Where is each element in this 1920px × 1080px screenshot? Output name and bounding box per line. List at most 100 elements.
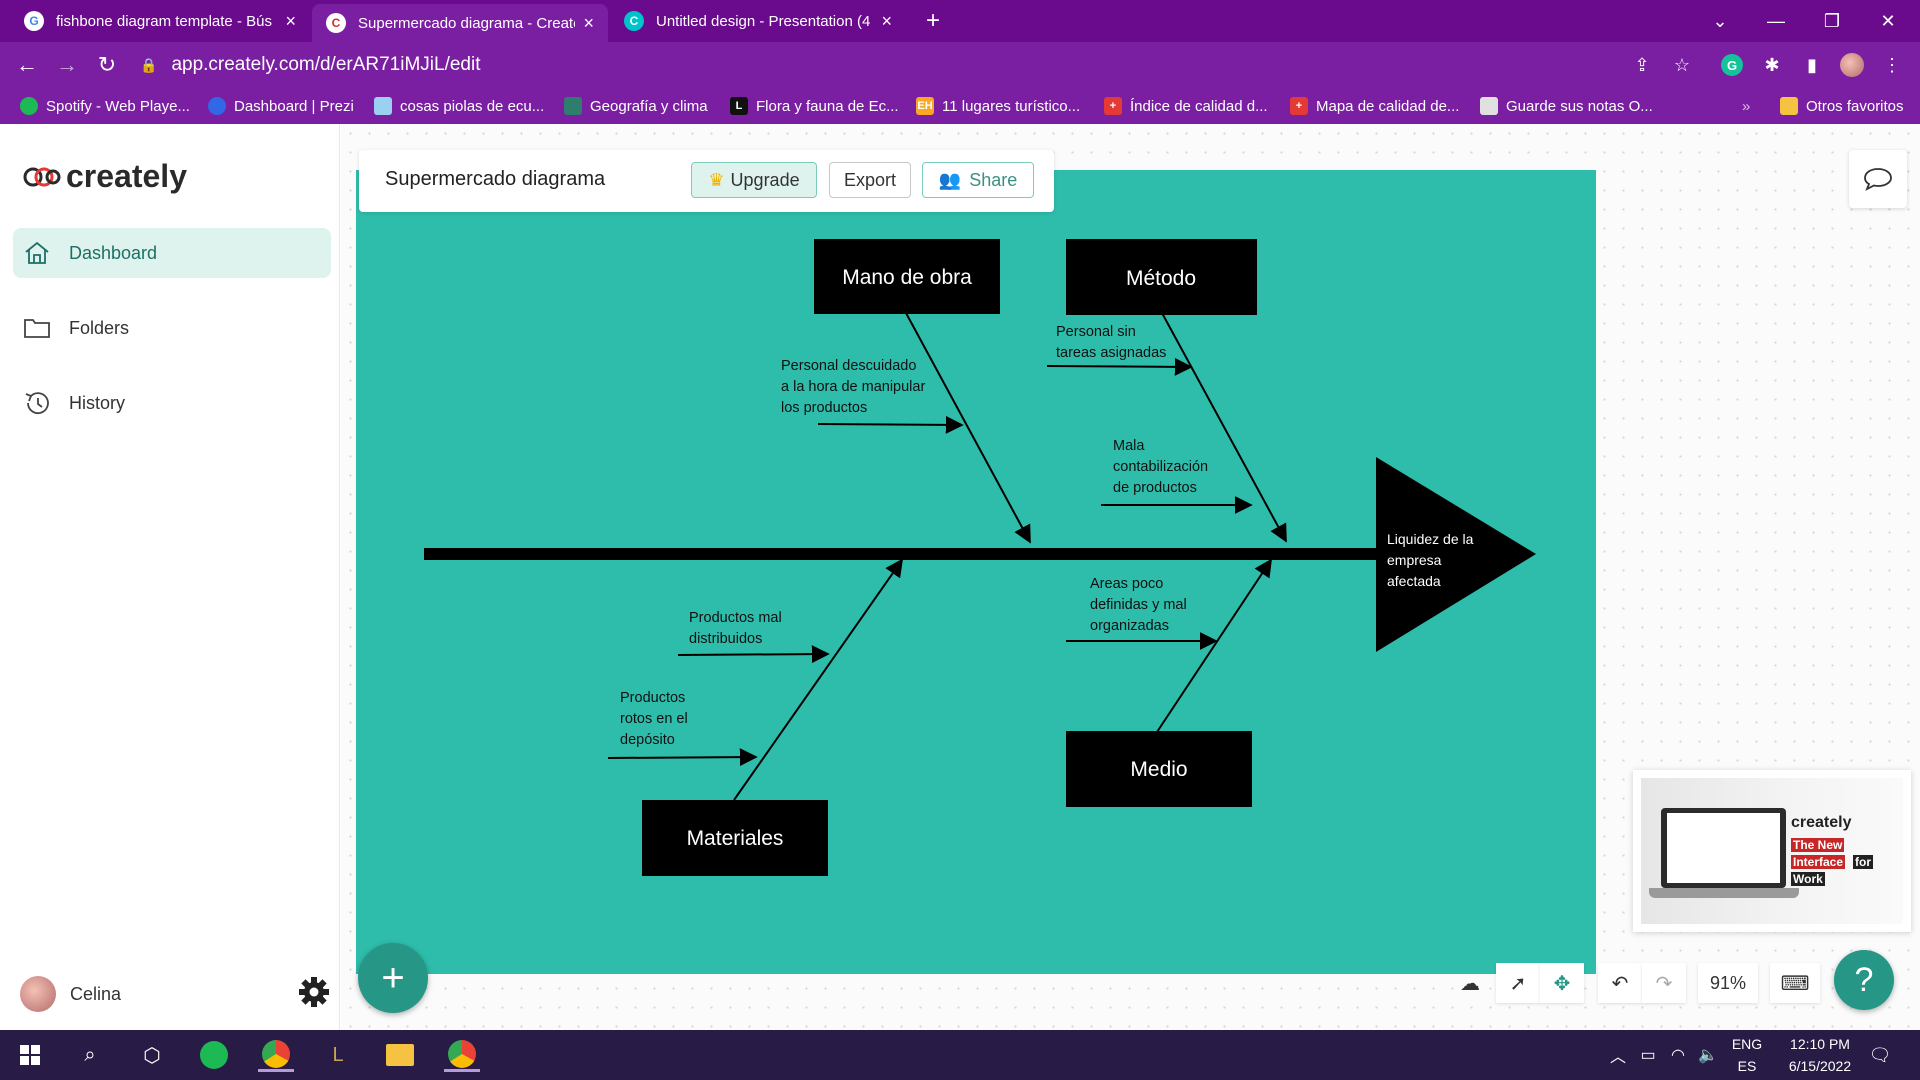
bookmark-star-icon[interactable]: ☆ <box>1673 54 1691 75</box>
maximize-icon[interactable]: ❐ <box>1823 10 1841 31</box>
battery-icon[interactable]: ▭ <box>1640 1047 1656 1064</box>
chrome-icon[interactable] <box>258 1038 294 1072</box>
geography-icon <box>564 97 582 115</box>
prezi-icon <box>208 97 226 115</box>
promo-card[interactable]: creately The New Interface for Work <box>1633 770 1911 932</box>
select-cursor-icon[interactable]: ➚ <box>1496 963 1540 1003</box>
keyboard-shortcuts-icon[interactable]: ⌨ <box>1770 963 1820 1003</box>
gear-icon[interactable] <box>296 974 332 1010</box>
sidebar-item-history[interactable]: History <box>13 378 331 428</box>
minimize-icon[interactable]: — <box>1767 10 1785 31</box>
forward-icon[interactable]: → <box>56 52 78 77</box>
zoom-level[interactable]: 91% <box>1698 963 1758 1003</box>
side-panel-icon[interactable]: ▮ <box>1807 54 1817 75</box>
swiss-cross-icon: + <box>1290 97 1308 115</box>
bookmark-guarde-notas[interactable]: Guarde sus notas O... <box>1480 94 1653 118</box>
chevron-up-icon[interactable]: ︿ <box>1609 1049 1626 1066</box>
bookmark-mapa-calidad[interactable]: + Mapa de calidad de... <box>1290 94 1459 118</box>
bookmark-lugares-turisticos[interactable]: EH 11 lugares turístico... <box>916 97 1081 115</box>
history-icon <box>25 392 49 415</box>
creately-logo[interactable]: creately <box>22 158 187 195</box>
url-field[interactable]: 🔒 app.creately.com/d/erAR71iMJiL/edit <box>140 54 481 75</box>
cloud-sync-icon[interactable]: ☁ <box>1460 972 1480 995</box>
creately-logo-icon <box>23 167 61 186</box>
menu-icon[interactable]: ⋮ <box>1883 54 1901 75</box>
add-shape-button[interactable]: + <box>358 943 428 1013</box>
bookmark-cosas-piolas[interactable]: cosas piolas de ecu... <box>374 94 544 118</box>
undo-icon[interactable]: ↶ <box>1598 963 1642 1003</box>
map-icon <box>374 97 392 115</box>
app-sidebar: creately Dashboard Folders History Celin… <box>0 124 340 1030</box>
address-bar: ← → ↻ 🔒 app.creately.com/d/erAR71iMJiL/e… <box>0 42 1920 88</box>
help-button[interactable]: ? <box>1834 950 1894 1010</box>
close-icon[interactable]: × <box>285 10 296 31</box>
tab-search-icon[interactable]: ⌄ <box>1712 10 1728 31</box>
comments-button[interactable] <box>1849 150 1907 208</box>
spotify-icon <box>20 97 38 115</box>
close-icon[interactable]: × <box>583 12 594 33</box>
eh-icon: EH <box>916 97 934 115</box>
google-icon: G <box>24 11 44 31</box>
close-window-icon[interactable]: ✕ <box>1880 10 1896 31</box>
tab-creately-diagram[interactable]: C Supermercado diagrama - Create × <box>312 4 608 42</box>
bookmark-indice-calidad[interactable]: + Índice de calidad d... <box>1104 94 1268 118</box>
profile-avatar-icon[interactable] <box>1838 51 1866 79</box>
reload-icon[interactable]: ↻ <box>97 52 117 77</box>
folder-icon <box>1780 97 1798 115</box>
lock-icon: 🔒 <box>140 56 158 73</box>
laptop-image <box>1661 808 1786 888</box>
clock[interactable]: 12:10 PM 6/15/2022 <box>1788 1036 1852 1074</box>
pan-move-icon[interactable]: ✥ <box>1540 963 1584 1003</box>
notifications-icon[interactable]: 🗨 <box>1868 1044 1892 1065</box>
volume-icon[interactable]: 🔈 <box>1698 1047 1718 1064</box>
promo-image: creately The New Interface for Work <box>1641 778 1903 924</box>
language-indicator[interactable]: ENG ES <box>1731 1036 1763 1074</box>
bookmarks-bar: Spotify - Web Playe... Dashboard | Prezi… <box>0 88 1920 124</box>
sidebar-item-folders[interactable]: Folders <box>13 303 331 353</box>
promo-logo: creately <box>1791 814 1852 831</box>
bookmark-geografia[interactable]: Geografía y clima <box>564 94 708 118</box>
share-button[interactable]: 👥 Share <box>922 162 1034 198</box>
back-icon[interactable]: ← <box>16 52 38 77</box>
users-icon: 👥 <box>938 169 962 190</box>
windows-start-icon[interactable] <box>12 1038 48 1072</box>
letter-l-icon: L <box>730 97 748 115</box>
creately-icon: C <box>326 13 346 33</box>
user-profile[interactable]: Celina <box>20 976 121 1012</box>
grammarly-icon[interactable]: G <box>1718 51 1746 79</box>
document-header: Supermercado diagrama ♛ Upgrade Export 👥… <box>359 150 1054 212</box>
swiss-cross-icon: + <box>1104 97 1122 115</box>
chat-bubble-icon <box>1864 168 1892 191</box>
share-page-icon[interactable]: ⇪ <box>1634 54 1650 75</box>
document-title[interactable]: Supermercado diagrama <box>385 168 606 190</box>
bookmark-flora-fauna[interactable]: L Flora y fauna de Ec... <box>730 94 899 118</box>
canva-icon: C <box>624 11 644 31</box>
bookmark-spotify[interactable]: Spotify - Web Playe... <box>20 94 190 118</box>
export-button[interactable]: Export <box>829 162 911 198</box>
diagram-page[interactable] <box>356 170 1596 974</box>
notes-icon <box>1480 97 1498 115</box>
league-of-legends-icon[interactable]: L <box>332 1043 344 1066</box>
chrome-profile-icon[interactable] <box>444 1038 480 1072</box>
home-icon <box>25 241 49 264</box>
search-icon[interactable]: ⌕ <box>84 1043 96 1066</box>
app-hexagon-icon[interactable]: ⬡ <box>143 1044 161 1067</box>
browser-tab-bar: G fishbone diagram template - Bús × C Su… <box>0 0 1920 42</box>
windows-taskbar: ⌕ ⬡ L ︿ ▭ ◠ 🔈 ENG ES 12:10 PM 6/15/2022 … <box>0 1030 1920 1080</box>
tab-fishbone-search[interactable]: G fishbone diagram template - Bús × <box>10 0 310 42</box>
new-tab-button[interactable]: + <box>926 7 941 34</box>
bookmarks-overflow-icon[interactable]: » <box>1742 97 1751 115</box>
wifi-icon[interactable]: ◠ <box>1671 1047 1685 1064</box>
avatar <box>20 976 56 1012</box>
upgrade-button[interactable]: ♛ Upgrade <box>691 162 817 198</box>
extensions-icon[interactable]: ✱ <box>1764 54 1780 75</box>
file-explorer-icon[interactable] <box>382 1038 418 1072</box>
folder-icon <box>24 319 50 338</box>
tab-canva-design[interactable]: C Untitled design - Presentation (4 × <box>610 0 906 42</box>
bookmark-otros-favoritos[interactable]: Otros favoritos <box>1780 94 1904 118</box>
bookmark-prezi[interactable]: Dashboard | Prezi <box>208 94 354 118</box>
close-icon[interactable]: × <box>881 10 892 31</box>
redo-icon[interactable]: ↷ <box>1642 963 1686 1003</box>
sidebar-item-dashboard[interactable]: Dashboard <box>13 228 331 278</box>
spotify-icon[interactable] <box>196 1038 232 1072</box>
